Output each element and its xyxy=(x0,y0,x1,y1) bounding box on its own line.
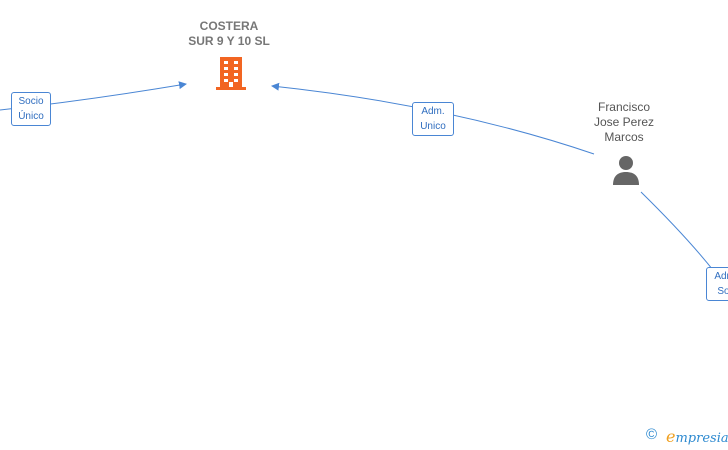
edge-label-socio-unico-line-2: Único xyxy=(18,111,44,122)
company-name[interactable]: COSTERA SUR 9 Y 10 SL xyxy=(150,19,308,49)
edge-label-adm-unico-line-1: Adm. xyxy=(421,106,445,117)
edge-label-adm-sol-line-1: Adm. xyxy=(714,271,728,282)
copyright-icon: © xyxy=(646,426,658,443)
brand-logo-initial: e xyxy=(666,427,676,446)
person-icon[interactable] xyxy=(610,154,642,186)
person-name-line-3: Marcos xyxy=(604,130,644,144)
edge-label-socio-unico-line-1: Socio xyxy=(18,96,44,107)
edge-label-adm-sol-line-2: Sol. xyxy=(717,286,728,297)
brand-logo: empresia xyxy=(666,427,728,446)
edge-label-adm-unico: Adm. Unico xyxy=(412,102,454,136)
person-name-line-2: Jose Perez xyxy=(593,115,655,129)
person-name-line-1: Francisco xyxy=(597,100,650,114)
edge-label-adm-sol: Adm. Sol. xyxy=(706,267,728,301)
company-name-line-2: SUR 9 Y 10 SL xyxy=(188,34,270,48)
edge-label-socio-unico: Socio Único xyxy=(11,92,51,126)
building-icon[interactable] xyxy=(214,55,248,91)
footer-brand[interactable]: © empresia xyxy=(646,426,728,446)
brand-logo-rest: mpresia xyxy=(675,431,728,446)
edge-label-adm-unico-line-2: Unico xyxy=(420,121,446,132)
company-name-line-1: COSTERA xyxy=(199,19,259,33)
person-name[interactable]: Francisco Jose Perez Marcos xyxy=(570,100,678,145)
